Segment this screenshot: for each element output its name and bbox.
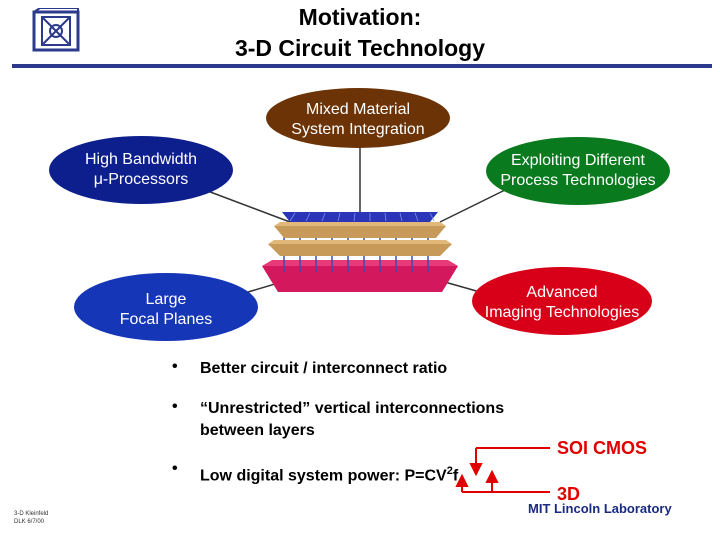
- title-divider: [12, 64, 712, 68]
- chip-stack-graphic: [262, 212, 458, 292]
- label-high-bandwidth: High Bandwidth μ-Processors: [49, 150, 233, 190]
- label-advanced-line2: Imaging Technologies: [484, 304, 640, 321]
- title-line2: 3-D Circuit Technology: [234, 35, 486, 61]
- label-mixed-material-line2: System Integration: [291, 121, 425, 138]
- callout-soi-cmos: SOI CMOS: [557, 438, 648, 458]
- node-exploiting-different: [486, 137, 670, 205]
- bullet-marker: •: [172, 460, 178, 477]
- bullet-text-3: Low digital system power: P=CV2f: [200, 460, 458, 487]
- callout-arrows: [455, 447, 550, 493]
- connector-lines: [204, 142, 506, 296]
- label-exploiting-line1: Exploiting Different: [511, 152, 645, 169]
- label-high-bandwidth-line2: μ-Processors: [93, 171, 189, 188]
- label-mixed-material: Mixed Material System Integration: [266, 100, 450, 140]
- footer-left-line2: DLK 6/7/00: [14, 519, 45, 525]
- label-exploiting-different: Exploiting Different Process Technologie…: [486, 151, 670, 191]
- node-mixed-material: [266, 88, 450, 148]
- label-mixed-material-line1: Mixed Material: [305, 101, 411, 118]
- bullet-marker: •: [172, 398, 178, 415]
- label-advanced-line1: Advanced: [526, 284, 598, 301]
- node-high-bandwidth: [49, 136, 233, 204]
- footer-slide-info: 3-D Kleinfeld DLK 6/7/00: [14, 510, 48, 526]
- label-large-line2: Focal Planes: [119, 311, 213, 328]
- label-advanced-imaging: Advanced Imaging Technologies: [472, 283, 652, 323]
- footer-left-line1: 3-D Kleinfeld: [14, 511, 49, 517]
- bullet-marker: •: [172, 358, 178, 375]
- power-formula-text: Low digital system power: P=CV: [200, 467, 447, 485]
- label-exploiting-line2: Process Technologies: [500, 172, 656, 189]
- power-formula-tail: f: [452, 467, 459, 485]
- title-line1: Motivation:: [298, 4, 422, 30]
- bullet-text-2a: “Unrestricted” vertical interconnections: [200, 400, 505, 417]
- node-advanced-imaging: [472, 267, 652, 335]
- label-large-line1: Large: [145, 291, 187, 308]
- bullet-text-2b: between layers: [200, 422, 315, 439]
- label-large-focal-planes: Large Focal Planes: [74, 290, 258, 330]
- node-large-focal-planes: [74, 273, 258, 341]
- slide-title: Motivation: 3-D Circuit Technology: [150, 2, 570, 64]
- footer-lab-name: MIT Lincoln Laboratory: [528, 501, 672, 516]
- power-formula-exponent: 2: [446, 465, 453, 477]
- bullet-text-1: Better circuit / interconnect ratio: [200, 360, 448, 377]
- mit-ll-logo: [32, 8, 80, 52]
- callout-3d: 3D: [557, 484, 581, 504]
- label-high-bandwidth-line1: High Bandwidth: [84, 151, 198, 168]
